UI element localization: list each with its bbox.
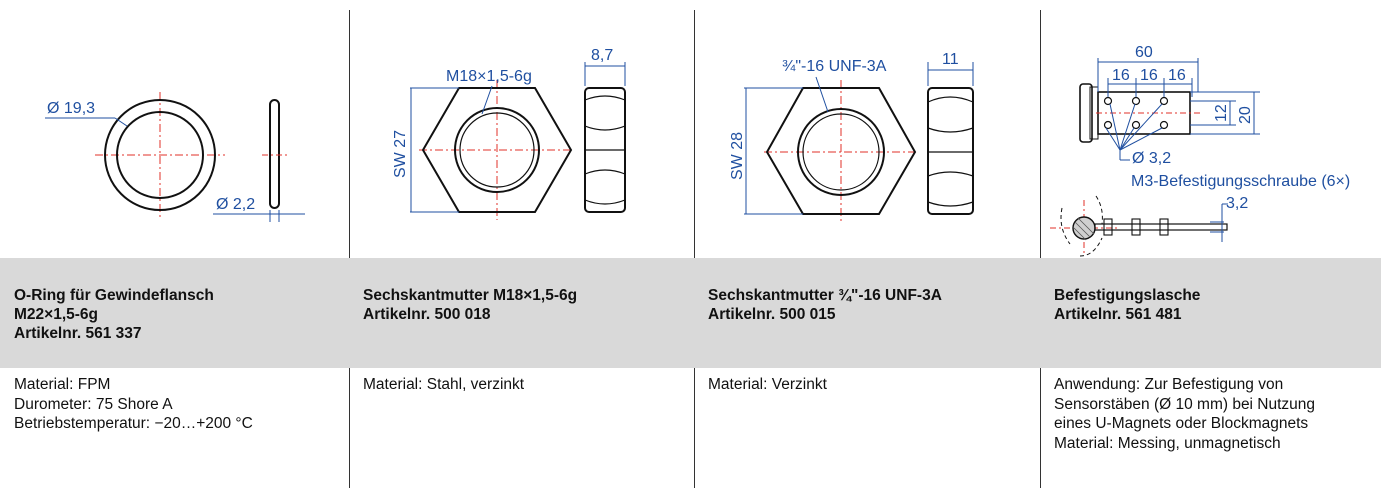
product-column-bracket: 60 16 16 16 12 20: [1040, 0, 1381, 488]
nut-unf-header: Sechskantmutter ¾"-16 UNF-3A Artikelnr. …: [694, 258, 1040, 368]
nut-m18-thread-dim: M18×1,5-6g: [446, 68, 532, 85]
bracket-thickness-dim: 3,2: [1226, 195, 1248, 212]
nut-unf-title: Sechskantmutter ¾"-16 UNF-3A: [708, 287, 942, 304]
oring-title: O-Ring für Gewindeflansch: [14, 287, 214, 304]
nut-m18-sw-dim: SW 27: [392, 130, 409, 178]
column-divider: [349, 10, 350, 488]
bracket-article-number: Artikelnr. 561 481: [1054, 306, 1182, 323]
oring-section-dim: Ø 2,2: [216, 196, 255, 213]
nut-m18-height-dim: 8,7: [591, 47, 613, 64]
bracket-hole-dim: Ø 3,2: [1132, 150, 1171, 167]
product-column-oring: Ø 19,3 Ø 2,2 O-Ring für Gewindeflansch M…: [0, 0, 349, 488]
nut-unf-description: Material: Verzinkt: [708, 376, 827, 393]
bracket-drawing: 60 16 16 16 12 20: [1040, 0, 1381, 258]
bracket-pitch-1: 16: [1112, 67, 1130, 84]
oring-thread: M22×1,5-6g: [14, 306, 99, 323]
oring-article-number: Artikelnr. 561 337: [14, 325, 142, 342]
nut-m18-article-number: Artikelnr. 500 018: [363, 306, 491, 323]
bracket-title: Befestigungslasche: [1054, 287, 1201, 304]
oring-outer-dim: Ø 19,3: [47, 100, 95, 117]
column-divider: [694, 10, 695, 488]
bracket-pitch-3: 16: [1168, 67, 1186, 84]
nut-m18-drawing: SW 27 M18×1,5-6g 8,7: [349, 0, 694, 258]
bracket-screw-label: M3-Befestigungsschraube (6×): [1131, 173, 1350, 190]
nut-m18-header: Sechskantmutter M18×1,5-6g Artikelnr. 50…: [349, 258, 694, 368]
product-column-nut-m18: SW 27 M18×1,5-6g 8,7 Sechskantmutter M18…: [349, 0, 694, 488]
bracket-length-dim: 60: [1135, 44, 1153, 61]
nut-unf-sw-dim: SW 28: [729, 132, 746, 180]
column-divider: [1040, 10, 1041, 488]
bracket-header: Befestigungslasche Artikelnr. 561 481: [1040, 258, 1381, 368]
bracket-h20-dim: 20: [1237, 106, 1254, 124]
bracket-description: Anwendung: Zur Befestigung von Sensorstä…: [1054, 376, 1316, 452]
nut-m18-description: Material: Stahl, verzinkt: [363, 376, 525, 393]
oring-drawing: Ø 19,3 Ø 2,2: [0, 0, 349, 258]
nut-unf-drawing: SW 28 ¾"-16 UNF-3A 11: [694, 0, 1040, 258]
nut-unf-height-dim: 11: [942, 51, 959, 68]
nut-unf-thread-dim: ¾"-16 UNF-3A: [782, 58, 887, 75]
oring-header: O-Ring für Gewindeflansch M22×1,5-6g Art…: [0, 258, 349, 368]
oring-description: Material: FPM Durometer: 75 Shore A Betr…: [14, 376, 253, 432]
bracket-h12-dim: 12: [1213, 104, 1230, 122]
nut-m18-title: Sechskantmutter M18×1,5-6g: [363, 287, 578, 304]
bracket-pitch-2: 16: [1140, 67, 1158, 84]
nut-unf-article-number: Artikelnr. 500 015: [708, 306, 836, 323]
product-column-nut-unf: SW 28 ¾"-16 UNF-3A 11 Sechskantmutter ¾"…: [694, 0, 1040, 488]
